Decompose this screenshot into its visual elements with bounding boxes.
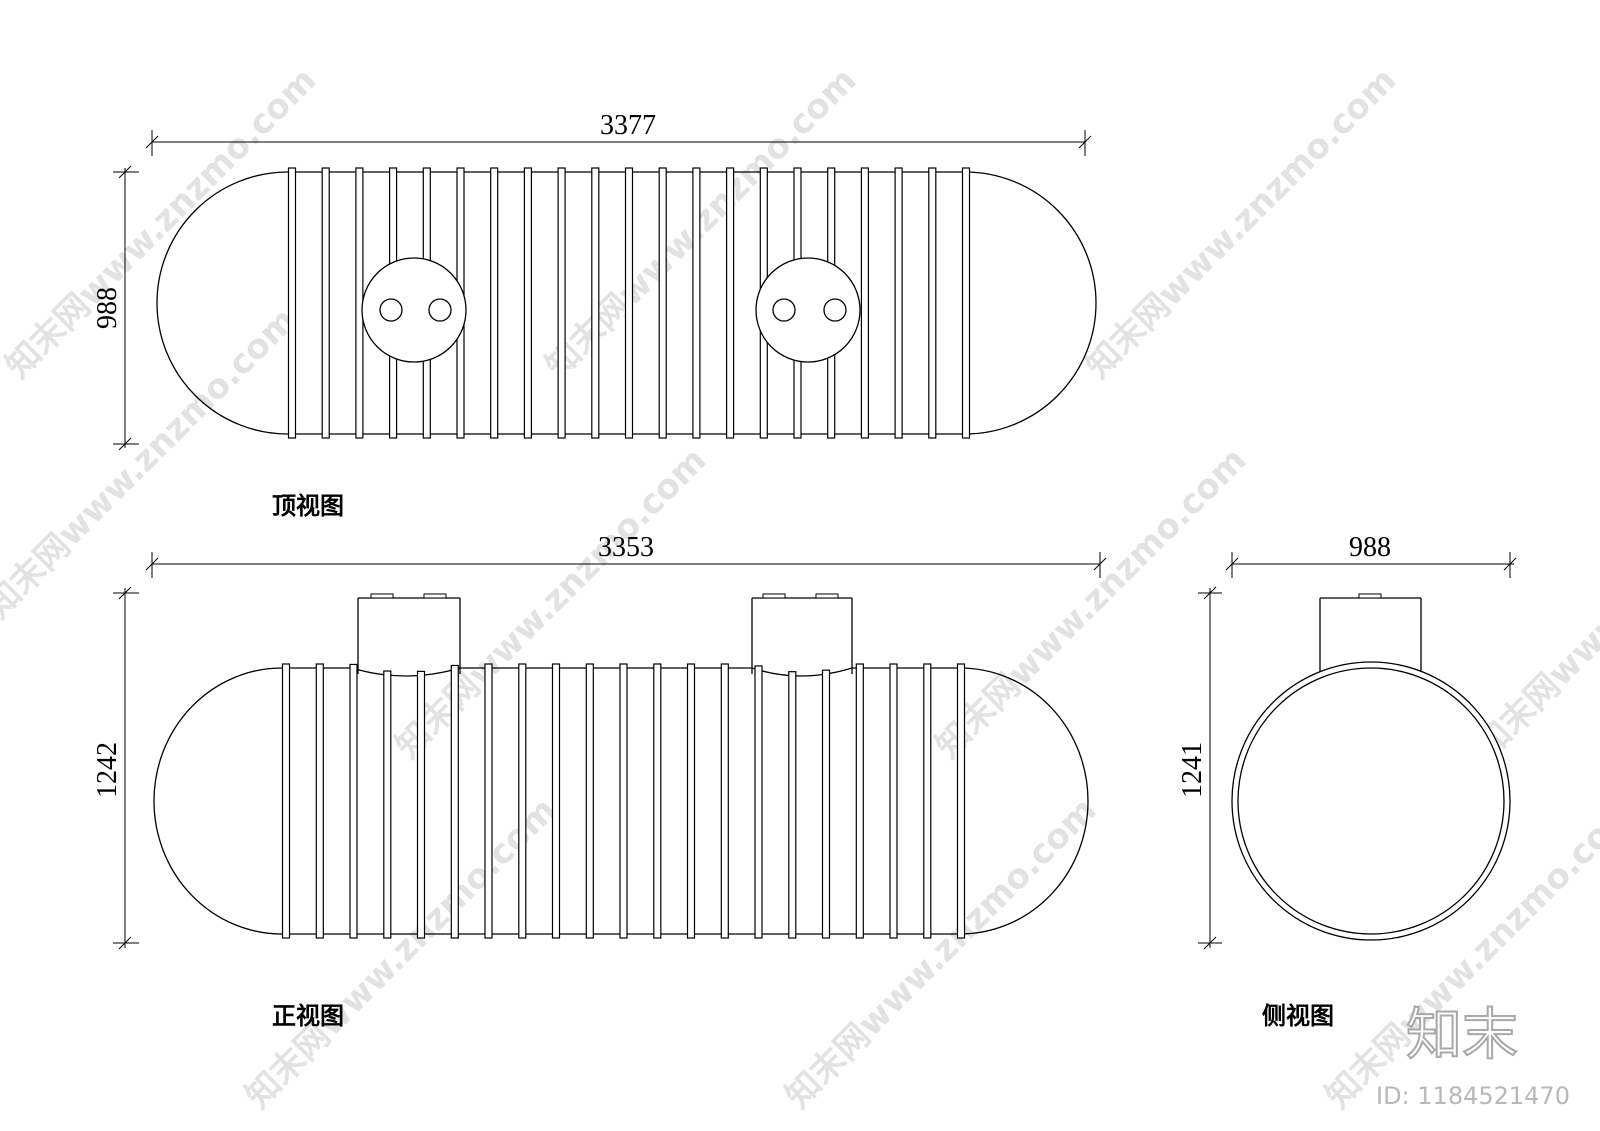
tank-rib — [585, 663, 594, 939]
side-view-caption: 侧视图 — [1262, 1001, 1334, 1030]
tank-rib — [591, 167, 600, 439]
front-view-tank-outline — [153, 667, 1089, 935]
tank-rib — [287, 167, 297, 439]
tank-rib — [821, 669, 831, 939]
tank-rib — [416, 670, 426, 939]
tank-rib — [557, 167, 566, 439]
front-view-riser-right — [751, 593, 853, 674]
front-view: 3353 1242 正视图 — [92, 532, 1107, 1030]
tank-rib — [860, 167, 870, 439]
side-view-tank-circle — [1231, 661, 1511, 941]
top-view: 3377 988 顶视图 — [92, 110, 1097, 520]
tank-rib — [281, 663, 291, 939]
tank-rib — [720, 663, 729, 939]
tank-rib — [383, 670, 392, 939]
watermark-logo: 知末 — [1406, 1003, 1518, 1068]
side-view: 988 1241 侧视图 — [1177, 532, 1517, 1030]
tank-rib — [321, 167, 330, 439]
watermark-text: 知末网www.znzmo.com — [1468, 440, 1600, 766]
tank-rib — [490, 167, 499, 439]
tank-rib — [551, 663, 561, 939]
top-view-manhole-left — [361, 257, 467, 363]
tank-rib — [894, 167, 903, 439]
front-view-caption: 正视图 — [272, 1001, 344, 1030]
tank-rib — [349, 663, 358, 939]
top-view-length-label: 3377 — [600, 110, 656, 141]
front-view-height-dimension: 1242 — [92, 586, 139, 950]
side-view-height-label: 1241 — [1177, 742, 1208, 798]
watermark-text: 知末网www.znzmo.com — [388, 440, 714, 766]
tank-rib — [315, 663, 324, 939]
tank-rib — [754, 665, 763, 939]
tank-rib — [518, 663, 527, 939]
tank-rib — [653, 663, 662, 939]
top-view-height-label: 988 — [92, 287, 123, 329]
side-view-riser — [1319, 593, 1422, 678]
tank-rib — [523, 167, 533, 439]
tank-rib — [956, 663, 966, 939]
front-view-riser-left — [357, 593, 461, 674]
top-view-length-dimension: 3377 — [145, 110, 1092, 156]
tank-rib — [450, 664, 459, 939]
top-view-caption: 顶视图 — [272, 491, 344, 520]
tank-rib — [923, 663, 932, 939]
top-view-manhole-right — [755, 257, 861, 363]
side-view-height-dimension: 1241 — [1177, 586, 1222, 950]
tank-rib — [686, 663, 696, 939]
front-view-length-dimension: 3353 — [145, 532, 1107, 578]
tank-rib — [725, 167, 735, 439]
front-view-length-label: 3353 — [598, 532, 654, 563]
tank-rib — [484, 663, 493, 939]
top-view-height-dimension: 988 — [92, 165, 139, 451]
front-view-height-label: 1242 — [92, 742, 123, 798]
front-view-ribs — [281, 663, 966, 939]
tank-rib — [624, 167, 634, 439]
tank-rib — [928, 167, 937, 439]
tank-rib — [889, 663, 898, 939]
tank-rib — [692, 167, 701, 439]
watermark-text: 知末网www.znzmo.com — [1078, 60, 1404, 386]
tank-rib — [658, 167, 667, 439]
tank-rib — [619, 663, 628, 939]
watermark-id-label: ID: 1184521470 — [1376, 1082, 1570, 1110]
side-view-width-dimension: 988 — [1225, 532, 1517, 578]
tank-rib — [788, 671, 797, 939]
tank-rib — [961, 167, 971, 439]
tank-rib — [855, 663, 864, 939]
watermark-text: 知末网www.znzmo.com — [928, 440, 1254, 766]
side-view-width-label: 988 — [1349, 532, 1391, 563]
